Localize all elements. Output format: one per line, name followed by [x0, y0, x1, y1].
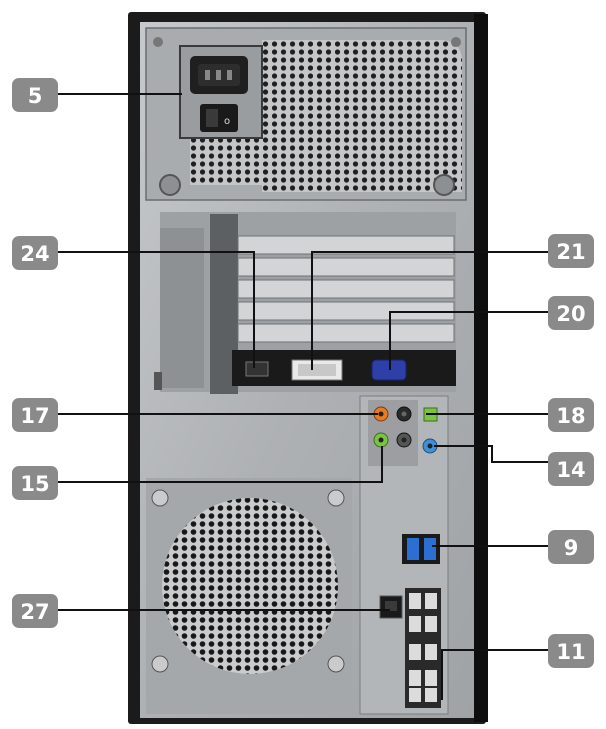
case-bezel-right	[474, 14, 488, 722]
callout-21-label: 21	[556, 240, 585, 264]
callout-17-label: 17	[20, 404, 49, 428]
callout-20-label: 20	[556, 302, 585, 326]
usb2-ports	[405, 588, 441, 708]
case-fan-grille	[146, 478, 352, 714]
graphics-port-hdmi	[245, 361, 269, 377]
callout-5: 5	[12, 78, 58, 112]
callout-11: 11	[548, 634, 594, 668]
callout-9: 9	[548, 530, 594, 564]
callout-27: 27	[12, 594, 58, 628]
io-panel	[359, 395, 449, 715]
callout-24: 24	[12, 236, 58, 270]
callout-18-label: 18	[556, 404, 585, 428]
callout-11-label: 11	[556, 640, 585, 664]
callout-15-label: 15	[20, 472, 49, 496]
callout-9-label: 9	[564, 536, 579, 560]
callout-27-label: 27	[20, 600, 49, 624]
power-switch	[200, 104, 238, 132]
callout-18: 18	[548, 398, 594, 432]
callout-14: 14	[548, 452, 594, 486]
callout-24-label: 24	[20, 242, 49, 266]
callout-21: 21	[548, 234, 594, 268]
callout-5-label: 5	[28, 84, 43, 108]
power-supply: o	[145, 27, 467, 201]
callout-20: 20	[548, 296, 594, 330]
leader-lines	[58, 93, 550, 700]
svg-text:o: o	[224, 116, 230, 127]
callout-17: 17	[12, 398, 58, 432]
callout-15: 15	[12, 466, 58, 500]
callout-14-label: 14	[556, 458, 585, 482]
expansion-slots	[154, 212, 456, 394]
